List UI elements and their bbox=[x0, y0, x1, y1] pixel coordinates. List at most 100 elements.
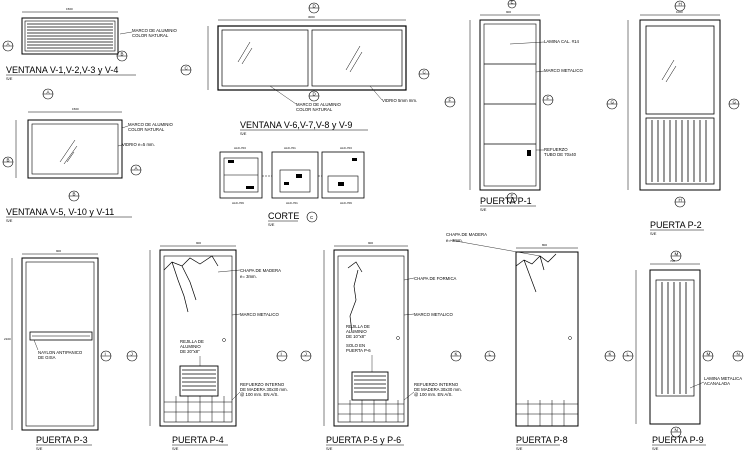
title-puerta-p8: PUERTA P-8 bbox=[516, 435, 568, 445]
section-mark: C bbox=[418, 68, 430, 80]
section-mark: C bbox=[180, 64, 192, 76]
note-aluminio: ALUMINIO bbox=[346, 329, 367, 334]
title-puerta-p9: PUERTA P-9 bbox=[652, 435, 704, 445]
svg-text:A: A bbox=[135, 166, 138, 171]
svg-text:F: F bbox=[449, 98, 452, 103]
dim-label: 2100 bbox=[4, 337, 11, 341]
ventana-v5-elevation: 1500 MARCO DE ALUMINIO COLOR NATURAL VID… bbox=[6, 107, 174, 223]
section-mark: F bbox=[444, 96, 456, 108]
dim-label: 1500 bbox=[72, 107, 79, 111]
note-color-natural: COLOR NATURAL bbox=[128, 127, 165, 132]
section-mark: H bbox=[674, 0, 686, 12]
profile-label: ALD-701 bbox=[286, 201, 298, 205]
section-mark: H bbox=[674, 196, 686, 208]
section-mark: K bbox=[604, 350, 616, 362]
scale-label: S/E bbox=[172, 446, 179, 451]
title-ventana-v1: VENTANA V-1,V-2,V-3 y V-4 bbox=[6, 65, 118, 75]
title-ventana-v6: VENTANA V-6,V-7,V-8 y V-9 bbox=[240, 120, 352, 130]
scale-label: S/E bbox=[6, 218, 13, 223]
note-separacion: @ 100 mm. EN A/S. bbox=[240, 392, 279, 397]
profile-label: ALD-701 bbox=[284, 146, 296, 150]
svg-text:F: F bbox=[547, 96, 550, 101]
svg-text:A: A bbox=[7, 42, 10, 47]
dim-label: 800 bbox=[542, 243, 547, 247]
note-marco-metalico: MARCO METALICO bbox=[240, 312, 279, 317]
svg-text:G: G bbox=[733, 100, 737, 105]
section-mark: I bbox=[276, 350, 288, 362]
section-mark: L bbox=[622, 350, 634, 362]
puerta-p3-elevation: 900 2100 NAYLON ANTIPANICO DE GISA PUERT… bbox=[4, 249, 99, 451]
section-mark: J bbox=[126, 350, 138, 362]
note-medida: DE 10"x8" bbox=[346, 334, 366, 339]
section-mark: G bbox=[606, 98, 618, 110]
note-rejilla: REJILLA DE bbox=[180, 339, 204, 344]
section-markers: A B A B A B C D C D F E F E G H G H I J … bbox=[2, 0, 744, 438]
note-madera: DE MADERA 30x30 mm. bbox=[240, 387, 288, 392]
note-puerta-p6: PUERTA P-6 bbox=[346, 348, 371, 353]
svg-text:I: I bbox=[105, 352, 106, 357]
svg-text:L: L bbox=[489, 352, 492, 357]
svg-text:A: A bbox=[47, 90, 50, 95]
dim-label: 900 bbox=[506, 10, 511, 14]
note-color-natural: COLOR NATURAL bbox=[132, 33, 169, 38]
svg-text:G: G bbox=[611, 100, 615, 105]
note-solo-en: SOLO EN bbox=[346, 343, 365, 348]
note-refuerzo: REFUERZO bbox=[544, 147, 568, 152]
dim-label: 1000 bbox=[676, 10, 683, 14]
note-marco-aluminio: MARCO DE ALUMINIO bbox=[128, 122, 174, 127]
note-marco-metalico: MARCO METALICO bbox=[544, 68, 583, 73]
note-medida: DE 20"x8" bbox=[180, 349, 200, 354]
corte-section: ALD-703 ALD-701 ALD-703 ALD-709 ALD-701 … bbox=[219, 146, 365, 227]
svg-text:E: E bbox=[511, 0, 514, 5]
svg-text:N: N bbox=[737, 352, 740, 357]
svg-text:D: D bbox=[313, 92, 317, 97]
dim-label: 900 bbox=[368, 241, 373, 245]
svg-text:B: B bbox=[121, 52, 124, 57]
section-mark: N bbox=[670, 426, 682, 438]
note-chapa-madera: CHAPA DE MADERA bbox=[446, 232, 487, 237]
section-mark: M bbox=[702, 350, 714, 362]
note-vidrio: VIDRIO e=5 mm. bbox=[122, 142, 155, 147]
note-marco-aluminio: MARCO DE ALUMINIO bbox=[132, 28, 178, 33]
profile-label: ALD-709 bbox=[340, 201, 352, 205]
scale-label: S/E bbox=[6, 76, 13, 81]
note-naylon: NAYLON ANTIPANICO bbox=[38, 350, 83, 355]
note-lamina-metalica: LAMINA METALICA bbox=[704, 376, 742, 381]
svg-text:J: J bbox=[305, 352, 307, 357]
scale-label: S/E bbox=[240, 131, 247, 136]
dim-label: 900 bbox=[196, 241, 201, 245]
note-madera: DE MADERA 30x30 mm. bbox=[414, 387, 462, 392]
note-vidrio: VIDRIO 5mm mm. bbox=[382, 98, 417, 103]
note-marco-metalico: MARCO METALICO bbox=[414, 312, 453, 317]
note-acanalada: ACANALADA bbox=[704, 381, 730, 386]
dim-label: 1500 bbox=[66, 7, 73, 11]
section-mark: J bbox=[300, 350, 312, 362]
section-mark: L bbox=[484, 350, 496, 362]
profile-label: ALD-709 bbox=[232, 201, 244, 205]
svg-text:J: J bbox=[131, 352, 133, 357]
note-color-natural: COLOR NATURAL bbox=[296, 107, 333, 112]
section-mark: A bbox=[2, 40, 14, 52]
scale-label: S/E bbox=[516, 446, 523, 451]
section-mark: E bbox=[507, 0, 517, 9]
section-mark: N bbox=[732, 350, 744, 362]
note-refuerzo-interno: REFUERZO INTERNO bbox=[240, 382, 285, 387]
section-mark: B bbox=[68, 190, 80, 202]
note-chapa-formica: CHAPA DE FORMICA bbox=[414, 276, 457, 281]
svg-text:D: D bbox=[313, 4, 317, 9]
title-puerta-p4: PUERTA P-4 bbox=[172, 435, 224, 445]
svg-text:K: K bbox=[609, 352, 612, 357]
note-refuerzo-interno: REFUERZO INTERNO bbox=[414, 382, 459, 387]
puerta-p4-elevation: 900 CHAPA DE MADERA e= 3mm. MARCO METALI… bbox=[149, 241, 288, 451]
section-mark: M bbox=[670, 250, 682, 262]
puerta-p8-elevation: 800 CHAPA DE MADERA e= 3mm. PUERTA P-8 S… bbox=[446, 232, 579, 451]
profile-label: ALD-703 bbox=[234, 146, 246, 150]
title-puerta-p1: PUERTA P-1 bbox=[480, 196, 532, 206]
section-mark: A bbox=[42, 88, 54, 100]
dim-label: 900 bbox=[56, 249, 61, 253]
svg-text:B: B bbox=[73, 192, 76, 197]
puerta-p1-elevation: 900 LAMINA CAL. #14 MARCO METALICO REFUE… bbox=[469, 10, 583, 212]
title-puerta-p3: PUERTA P-3 bbox=[36, 435, 88, 445]
svg-text:M: M bbox=[707, 352, 711, 357]
note-gisa: DE GISA bbox=[38, 355, 56, 360]
